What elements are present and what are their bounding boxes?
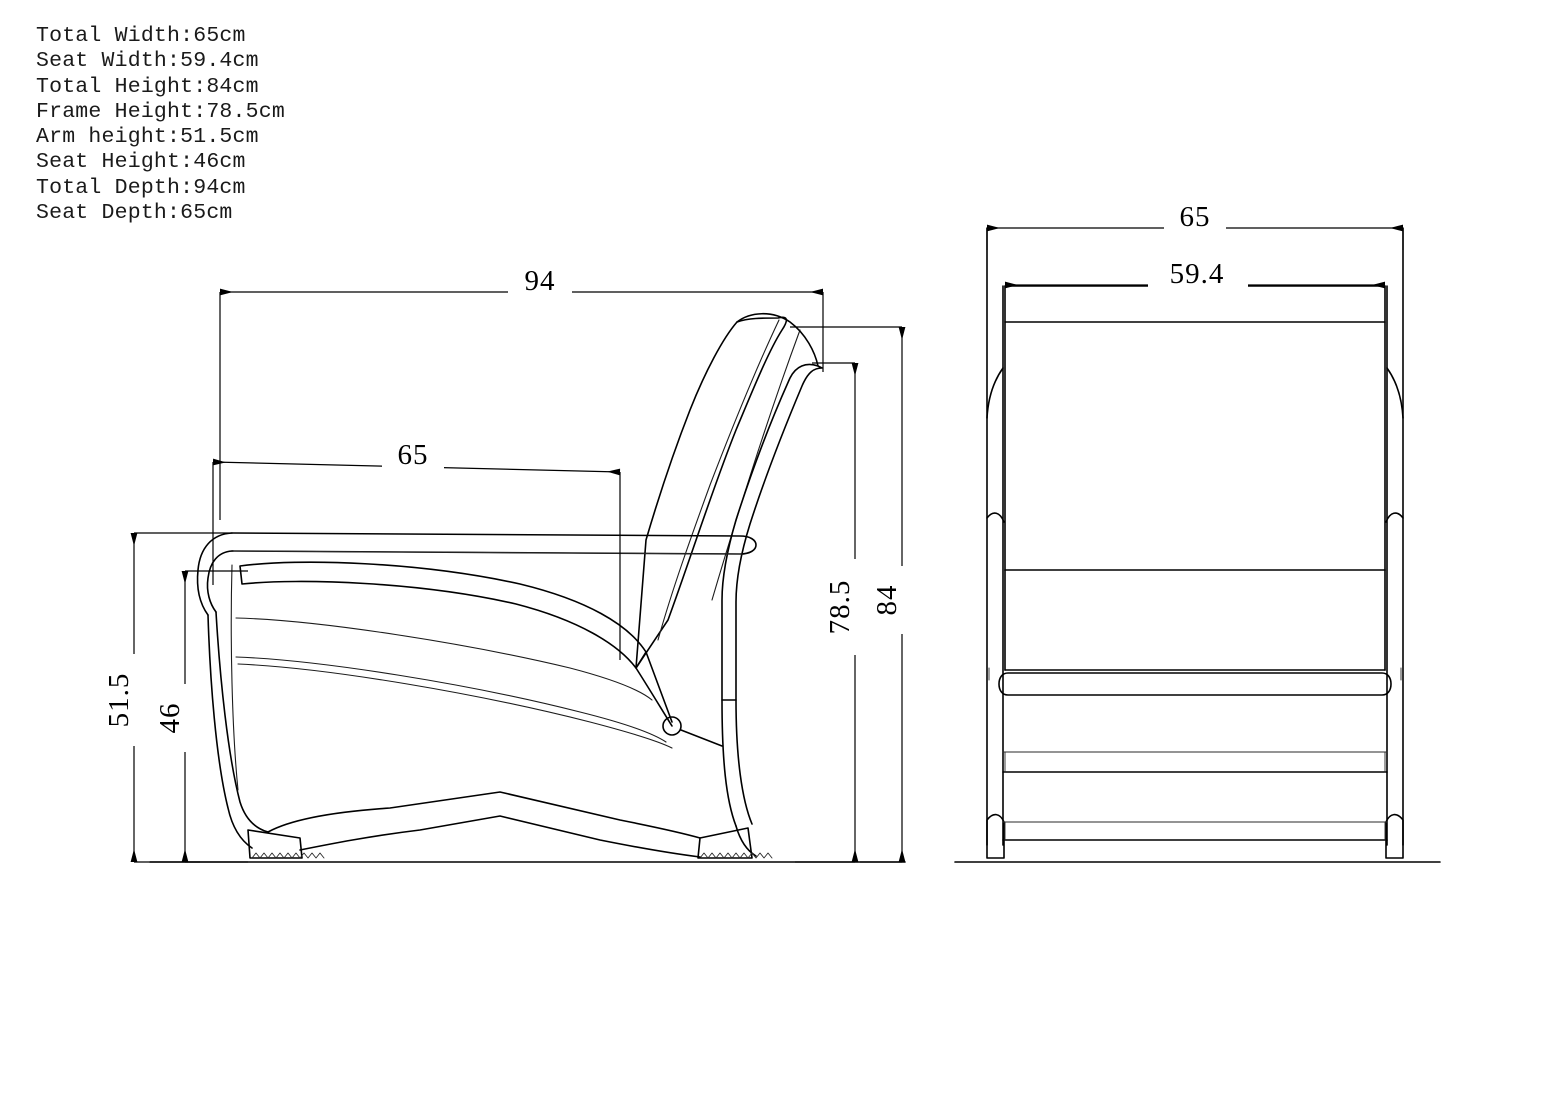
seat-rear-wedge-line: [645, 651, 673, 723]
hinge-connector-line: [680, 729, 723, 747]
side-frame-rail-left: [230, 564, 239, 791]
hinge-rivet-circle: [662, 716, 682, 736]
front-right-foot: [1385, 813, 1404, 859]
dim-label-total-height-group: 84: [870, 566, 904, 634]
front-foot-hatch: [251, 852, 325, 859]
specification-list: Total Width:65cm Seat Width:59.4cm Total…: [36, 24, 285, 226]
front-left-post-notch-arm: [986, 512, 1005, 523]
armrest-front-curve-outer: [196, 532, 233, 616]
seat-cushion-seam-2: [235, 656, 667, 743]
front-right-post-notch-upper: [1386, 367, 1404, 419]
dim-label-seat-depth: 65: [398, 439, 429, 471]
spec-frame-height: Frame Height:78.5cm: [36, 99, 285, 124]
spec-seat-depth: Seat Depth:65cm: [36, 201, 233, 226]
seat-cushion-seam-3: [237, 663, 673, 749]
front-view-dimensions: 65 59.4: [986, 198, 1404, 290]
bottom-stretcher-lower-edge: [299, 815, 701, 858]
seat-cushion-top-edge: [239, 561, 647, 669]
armrest-front-curve-inner: [206, 550, 233, 613]
rear-foot-hatch: [699, 852, 773, 859]
front-leg-inner-edge: [215, 611, 269, 833]
dim-label-bg-46: [153, 684, 187, 752]
dim-label-arm-height-group: 51.5: [102, 654, 136, 746]
dim-label-seat-height: 46: [154, 703, 186, 734]
dim-label-bg-65-depth: [382, 436, 444, 470]
bottom-stretcher-upper-edge: [267, 791, 701, 839]
front-foot-pad: [247, 829, 303, 859]
backrest-rear-post: [721, 363, 823, 701]
spec-seat-width: Seat Width:59.4cm: [36, 49, 259, 74]
dim-label-bg-785: [823, 559, 857, 655]
dim-label-bg-94: [508, 262, 572, 296]
dim-label-seat-height-group: 46: [153, 684, 187, 752]
backrest-top-cap: [736, 312, 819, 367]
seat-rear-wedge-curve: [635, 667, 673, 727]
front-left-post-notch-upper: [986, 367, 1004, 419]
spec-arm-height: Arm height:51.5cm: [36, 125, 259, 150]
front-view-group: [954, 227, 1441, 863]
backrest-seam-2: [711, 329, 801, 601]
dim-label-bg-594: [1148, 255, 1248, 289]
spec-total-width: Total Width:65cm: [36, 24, 246, 48]
front-leg-outer-edge: [207, 614, 253, 849]
front-left-foot: [986, 813, 1005, 859]
dim-label-total-width: 65: [1180, 201, 1211, 233]
spec-total-depth: Total Depth:94cm: [36, 175, 246, 200]
armrest-tube-outline: [231, 532, 757, 555]
armrest-tube-lower-edge: [233, 550, 743, 555]
rear-foot-pad: [697, 827, 753, 859]
spec-seat-height: Seat Height:46cm: [36, 150, 246, 175]
front-seat-rail-tube: [998, 672, 1392, 696]
rear-post-lower-left: [721, 699, 737, 827]
backrest-seam-1: [657, 319, 780, 641]
spec-total-height: Total Height:84cm: [36, 74, 259, 99]
rear-post-lower-right: [735, 699, 753, 825]
side-view-dimensions: 94 65 51.5 46: [102, 262, 906, 863]
side-view-group: [149, 312, 906, 863]
dim-label-frame-height-group: 78.5: [823, 559, 857, 655]
dim-label-total-height: 84: [871, 585, 903, 616]
front-right-post-notch-arm: [1385, 512, 1404, 523]
dim-label-arm-height: 51.5: [103, 673, 135, 728]
dim-label-seat-width: 59.4: [1170, 258, 1225, 290]
dim-label-bg-65-width: [1164, 198, 1226, 232]
seat-cushion-seam-1: [235, 617, 653, 701]
dim-label-frame-height: 78.5: [824, 580, 856, 635]
dim-label-total-depth: 94: [525, 265, 556, 297]
dim-label-bg-84: [870, 566, 904, 634]
backrest-cushion-outline: [635, 316, 788, 669]
dim-label-bg-515: [102, 654, 136, 746]
